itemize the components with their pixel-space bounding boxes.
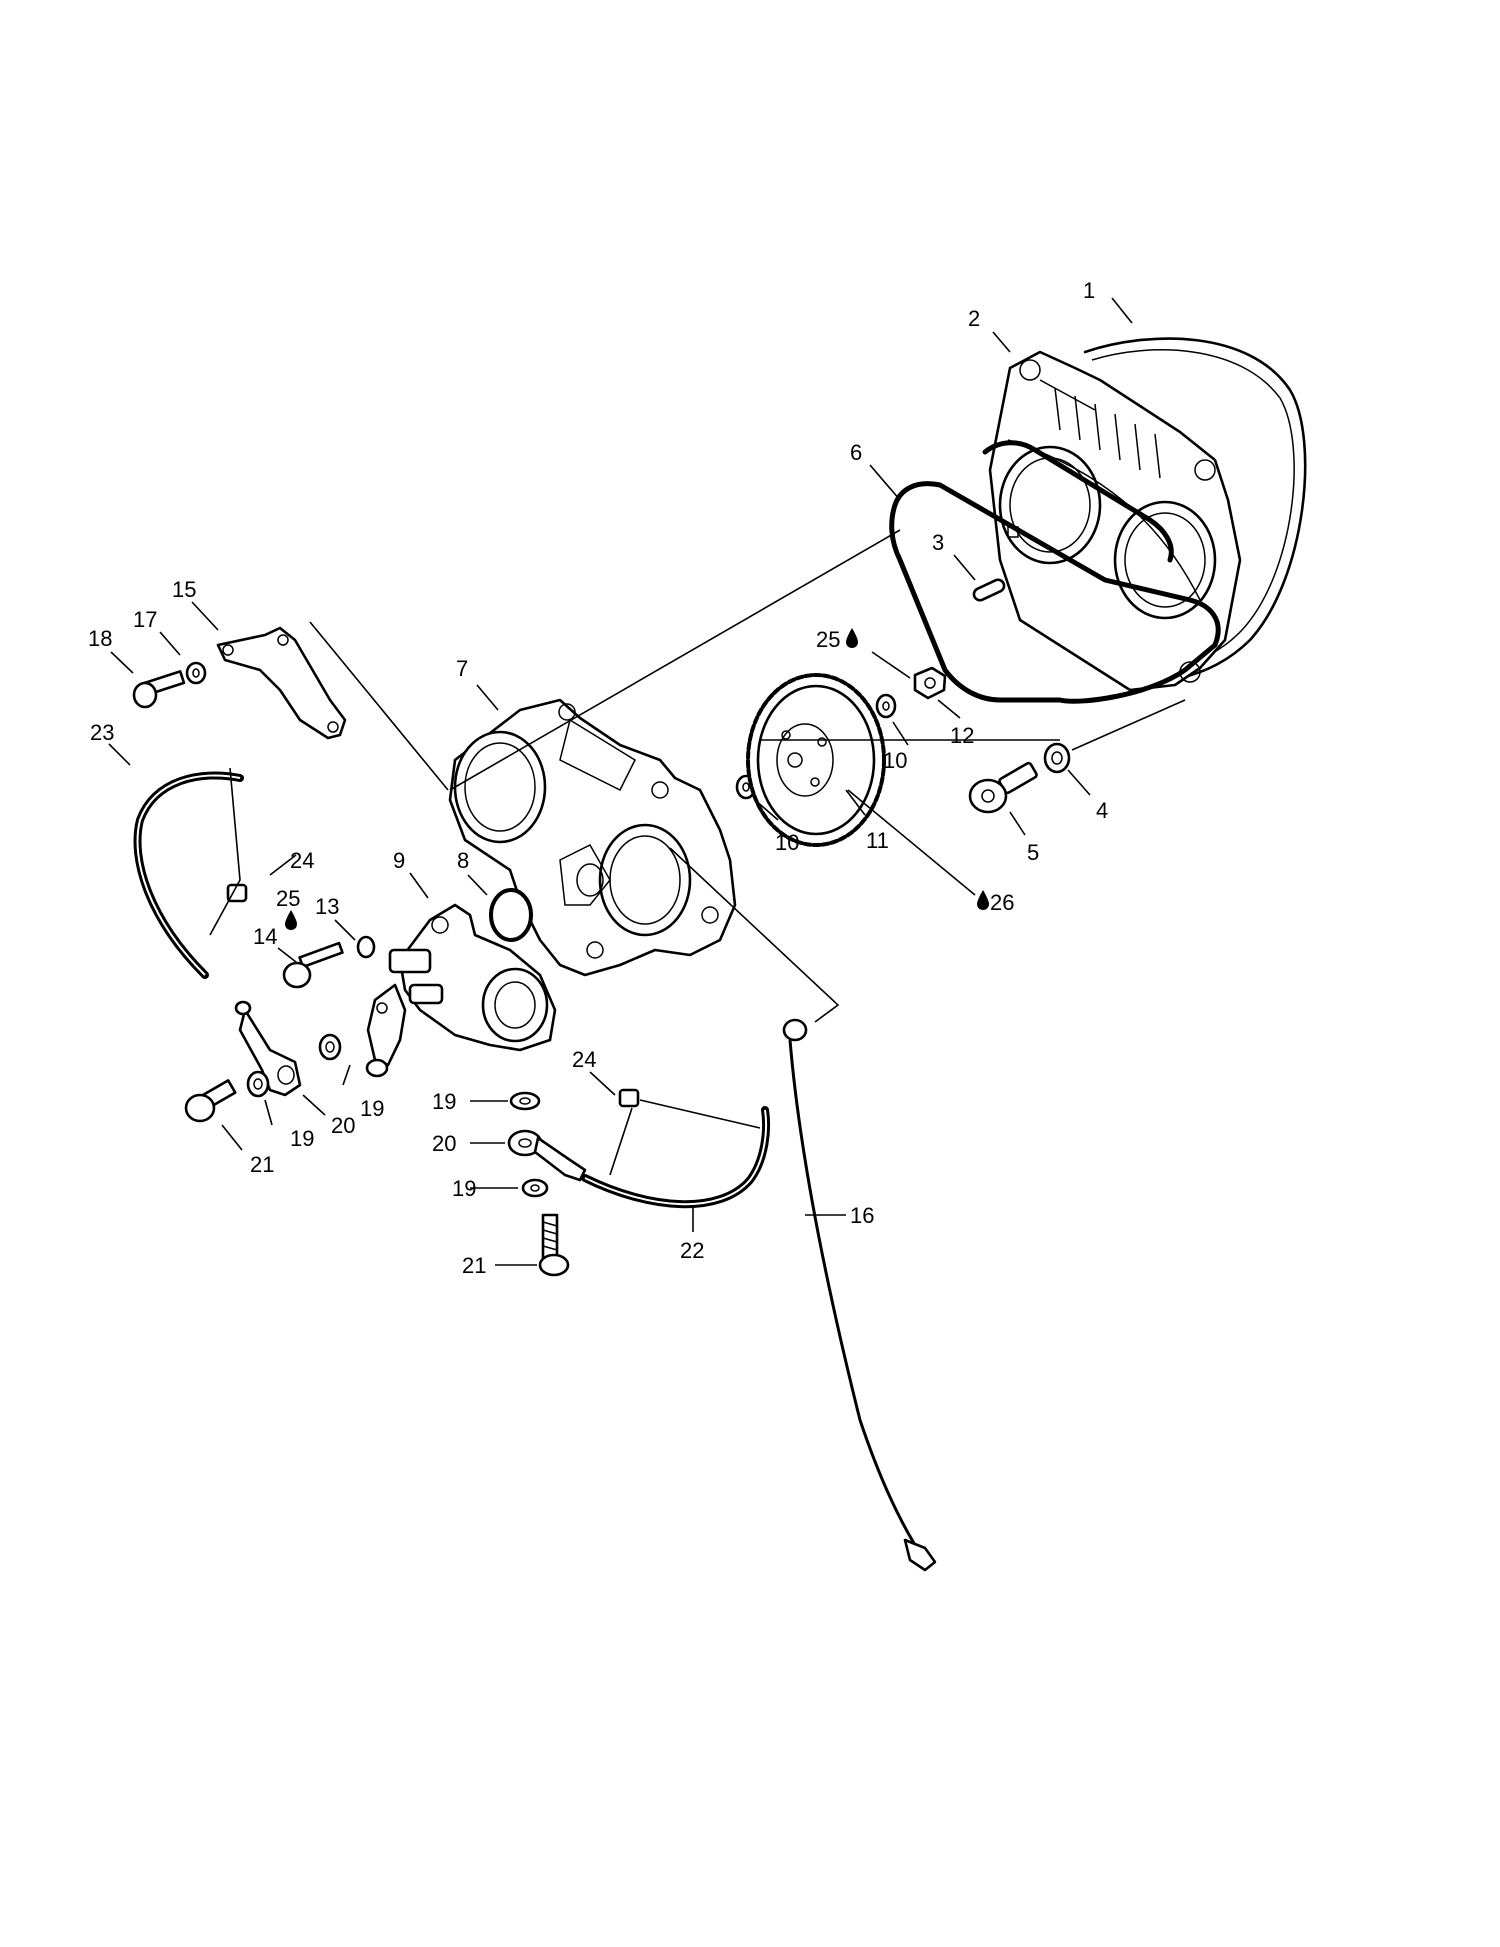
callout-19-left-lower: 19 (290, 1126, 314, 1151)
callout-17: 17 (133, 607, 157, 632)
part-20-banjo-fitting-center (507, 1129, 587, 1182)
part-15-bracket (216, 626, 347, 740)
callout-21-center: 21 (462, 1253, 486, 1278)
part-21-banjo-bolt-center (538, 1213, 570, 1277)
callout-19-center-upper: 19 (432, 1089, 456, 1114)
callout-10-upper: 10 (883, 748, 907, 773)
callout-4: 4 (1096, 798, 1108, 823)
part-14-bolt (282, 941, 344, 989)
callout-3: 3 (932, 530, 944, 555)
part-21-banjo-bolt-left (184, 1079, 237, 1123)
part-13-washer (356, 935, 376, 959)
part-24-clamp-center (618, 1088, 640, 1108)
callout-12: 12 (950, 723, 974, 748)
callout-5: 5 (1027, 840, 1039, 865)
callout-14: 14 (253, 924, 277, 949)
part-22-hose (581, 1106, 771, 1209)
callout-2: 2 (968, 306, 980, 331)
part-5-socket-screw (968, 761, 1038, 814)
part-4-washer (1043, 742, 1071, 774)
callout-25-upper: 25 (816, 627, 840, 652)
part-7-manifold (448, 698, 737, 977)
callout-11: 11 (866, 828, 889, 853)
callout-16: 16 (850, 1203, 874, 1228)
part-19-washer-left-lower (246, 1070, 270, 1098)
callout-23: 23 (90, 720, 114, 745)
callout-leaders (108, 297, 1133, 1266)
callout-24-left: 24 (290, 848, 314, 873)
callout-13: 13 (315, 894, 339, 919)
part-19-washer-center-upper (509, 1091, 541, 1111)
callout-1: 1 (1083, 278, 1095, 303)
drop-icon-25-lower (285, 910, 297, 930)
callout-21-left: 21 (250, 1152, 274, 1177)
callout-25-lower: 25 (276, 886, 300, 911)
callout-labels: 1 2 3 4 5 6 7 8 9 10 10 11 12 13 14 15 1… (88, 278, 1108, 1278)
part-6-o-ring-seal (889, 440, 1221, 704)
part-17-washer (185, 661, 207, 685)
part-9-oil-pump (365, 903, 557, 1078)
callout-18: 18 (88, 626, 112, 651)
callout-20-center: 20 (432, 1131, 456, 1156)
part-12-nut (913, 666, 947, 700)
callout-10-lower: 10 (775, 830, 799, 855)
part-8-o-ring (489, 888, 533, 942)
callout-8: 8 (457, 848, 469, 873)
part-16-ground-cable (782, 1018, 937, 1572)
drop-icon-26 (977, 890, 989, 910)
assembly-leader-lines (209, 529, 1186, 1176)
drop-icon-25-upper (846, 628, 858, 648)
callout-15: 15 (172, 577, 196, 602)
part-20-banjo-fitting-left (234, 1000, 302, 1097)
callout-6: 6 (850, 440, 862, 465)
callout-7: 7 (456, 656, 468, 681)
callout-24-center: 24 (572, 1047, 596, 1072)
callout-9: 9 (393, 848, 405, 873)
callout-20-left: 20 (331, 1113, 355, 1138)
part-23-hose (133, 771, 244, 979)
callout-22: 22 (680, 1238, 704, 1263)
part-10-washer-upper (875, 693, 897, 719)
part-11-gear (746, 673, 886, 847)
part-18-bolt (132, 670, 186, 709)
callout-19-left-upper: 19 (360, 1096, 384, 1121)
callout-26: 26 (990, 890, 1014, 915)
part-19-washer-center-lower (521, 1178, 549, 1198)
part-3-dowel-pin (972, 578, 1006, 602)
part-19-washer-left-upper (318, 1033, 342, 1061)
callout-19-center-lower: 19 (452, 1176, 476, 1201)
